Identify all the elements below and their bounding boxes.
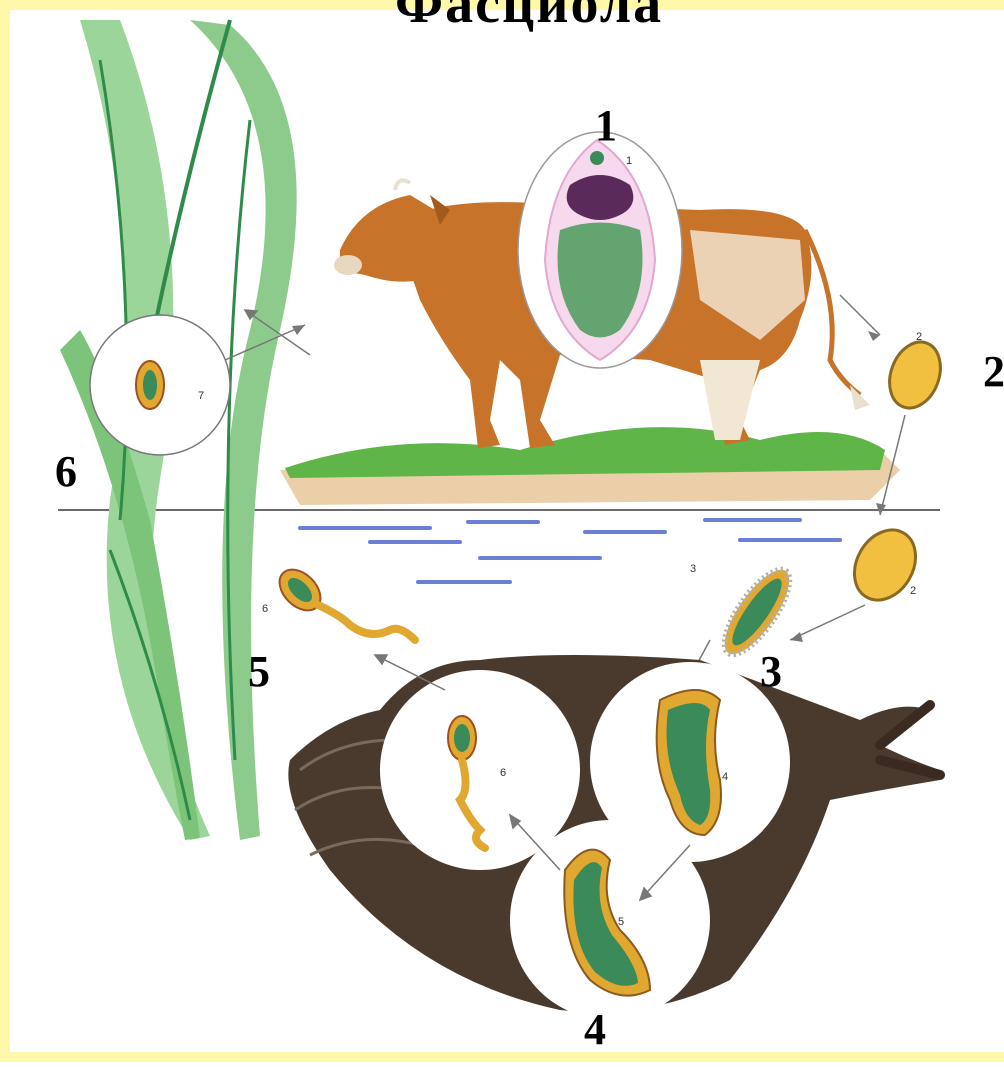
inset-label-egg-lower: 2 (910, 585, 916, 597)
redia-inset (510, 820, 710, 1020)
stage-number-4: 4 (584, 1008, 606, 1052)
inset-label-cercaria-free: 6 (262, 603, 268, 615)
stage-number-5: 5 (248, 650, 270, 694)
stage-number-6: 6 (55, 450, 77, 494)
stage-number-1: 1 (595, 104, 617, 148)
inset-label-fluke: 1 (626, 155, 632, 167)
inset-label-sporocyst: 4 (722, 771, 728, 783)
stage-number-3: 3 (760, 650, 782, 694)
inset-label-cercaria-in-snail: 6 (500, 767, 506, 779)
inset-label-adolescaria: 7 (198, 390, 204, 402)
inset-label-redia: 5 (618, 916, 624, 928)
inset-label-egg-upper: 2 (916, 331, 922, 343)
adult-fluke-inset (518, 132, 682, 368)
inset-label-miracidium: 3 (690, 563, 696, 575)
stage-number-2: 2 (983, 350, 1004, 394)
title-fragment: Фасциола (395, 0, 663, 36)
